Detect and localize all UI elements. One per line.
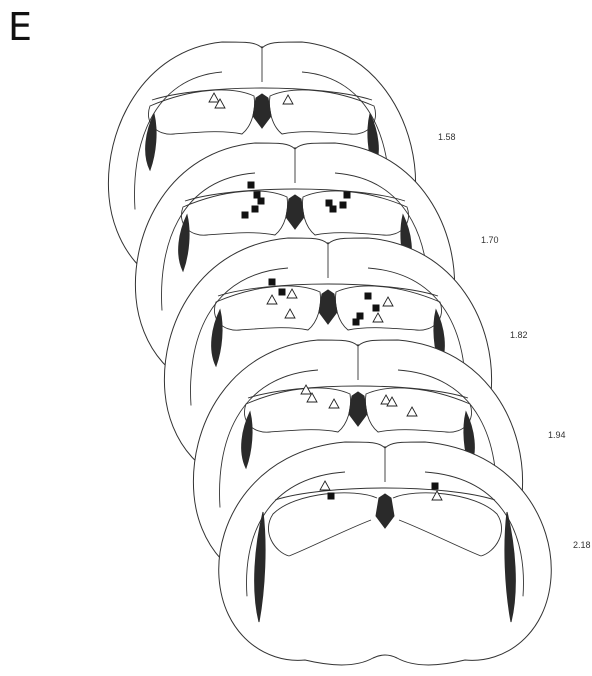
level-label-3: 1.82 [510, 331, 528, 340]
filled-square-marker [344, 192, 351, 199]
filled-square-marker [328, 493, 335, 500]
panel-letter: E [8, 8, 32, 46]
filled-square-marker [248, 182, 255, 189]
filled-square-marker [340, 202, 347, 209]
filled-square-marker [254, 192, 261, 199]
filled-square-marker [269, 279, 276, 286]
filled-square-marker [242, 212, 249, 219]
filled-square-marker [357, 313, 364, 320]
filled-square-marker [373, 305, 380, 312]
filled-square-marker [252, 206, 259, 213]
section-outline-5 [219, 442, 552, 665]
level-label-4: 1.94 [548, 431, 566, 440]
filled-square-marker [326, 200, 333, 207]
filled-square-marker [365, 293, 372, 300]
filled-square-marker [353, 319, 360, 326]
filled-square-marker [330, 206, 337, 213]
filled-square-marker [432, 483, 439, 490]
level-label-2: 1.70 [481, 236, 499, 245]
filled-square-marker [258, 198, 265, 205]
level-label-5: 2.18 [573, 541, 591, 550]
filled-square-marker [279, 289, 286, 296]
level-label-1: 1.58 [438, 133, 456, 142]
